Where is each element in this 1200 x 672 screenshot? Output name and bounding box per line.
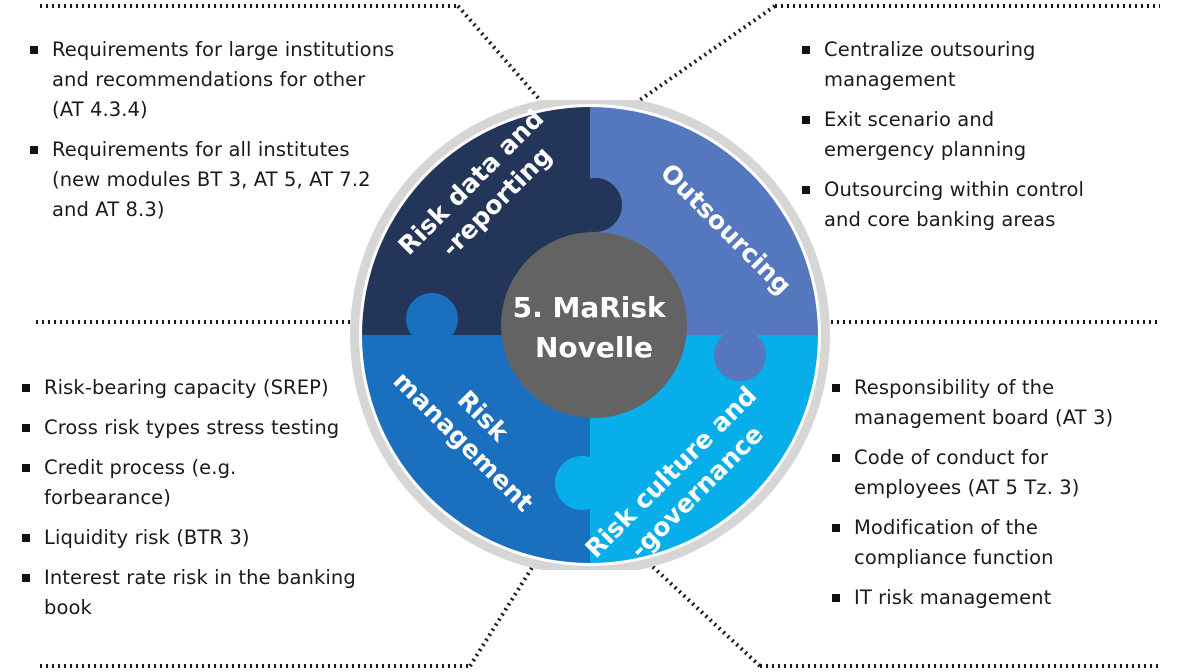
list-item: Interest rate risk in the banking book	[22, 563, 382, 623]
list-item-text: Centralize outsouring management	[824, 38, 1036, 91]
square-bullet-icon	[832, 524, 840, 532]
puzzle-wheel: 5. MaRisk Novelle Risk data and -reporti…	[350, 100, 830, 570]
list-item: Outsourcing within control and core bank…	[802, 175, 1192, 235]
list-item-text: Modification of the compliance function	[854, 516, 1054, 569]
tab-risk-data-into-outsourcing	[568, 178, 622, 232]
square-bullet-icon	[802, 46, 810, 54]
list-item-text: Requirements for all institutes (new mod…	[52, 138, 371, 221]
list-item: Liquidity risk (BTR 3)	[22, 523, 382, 553]
center-label: 5. MaRisk Novelle	[513, 291, 676, 364]
tab-risk-culture-into-risk-management	[555, 456, 609, 510]
square-bullet-icon	[22, 384, 30, 392]
square-bullet-icon	[832, 454, 840, 462]
list-item: Requirements for large institutions and …	[30, 35, 430, 125]
list-item: Code of conduct for employees (AT 5 Tz. …	[832, 443, 1192, 503]
list-item-text: Credit process (e.g. forbearance)	[44, 456, 237, 509]
list-item: Centralize outsouring management	[802, 35, 1192, 95]
list-item: Exit scenario and emergency planning	[802, 105, 1192, 165]
square-bullet-icon	[22, 534, 30, 542]
bottom-right-list: Responsibility of the management board (…	[832, 373, 1192, 613]
separator-bottom-diagonal-left	[468, 553, 542, 668]
list-item-text: Outsourcing within control and core bank…	[824, 178, 1085, 231]
square-bullet-icon	[802, 116, 810, 124]
list-item: Risk-bearing capacity (SREP)	[22, 373, 382, 403]
list-item: Cross risk types stress testing	[22, 413, 382, 443]
list-item-text: Responsibility of the management board (…	[854, 376, 1114, 429]
separator-top-diagonal-left	[456, 4, 542, 102]
list-item: Modification of the compliance function	[832, 513, 1192, 573]
list-item-text: Cross risk types stress testing	[44, 416, 340, 439]
list-item-text: Exit scenario and emergency planning	[824, 108, 1027, 161]
square-bullet-icon	[22, 574, 30, 582]
separator-bottom-diagonal-right	[638, 553, 762, 668]
bottom-left-list: Risk-bearing capacity (SREP) Cross risk t…	[22, 373, 382, 623]
square-bullet-icon	[30, 146, 38, 154]
tab-outsourcing-into-risk-culture	[714, 329, 766, 381]
square-bullet-icon	[22, 424, 30, 432]
list-item-text: Code of conduct for employees (AT 5 Tz. …	[854, 446, 1080, 499]
tab-risk-management-into-risk-data	[406, 293, 458, 345]
list-item: Requirements for all institutes (new mod…	[30, 135, 430, 225]
list-item: Credit process (e.g. forbearance)	[22, 453, 382, 513]
list-item: IT risk management	[832, 583, 1192, 613]
list-item-text: IT risk management	[854, 586, 1052, 609]
list-item-text: Interest rate risk in the banking book	[44, 566, 356, 619]
list-item: Responsibility of the management board (…	[832, 373, 1192, 433]
top-left-list: Requirements for large institutions and …	[30, 35, 430, 225]
square-bullet-icon	[832, 594, 840, 602]
square-bullet-icon	[30, 46, 38, 54]
square-bullet-icon	[832, 384, 840, 392]
list-item-text: Risk-bearing capacity (SREP)	[44, 376, 329, 399]
center-circle	[501, 232, 687, 418]
separator-top-diagonal-right	[638, 4, 777, 102]
list-item-text: Requirements for large institutions and …	[52, 38, 395, 121]
square-bullet-icon	[22, 464, 30, 472]
list-item-text: Liquidity risk (BTR 3)	[44, 526, 250, 549]
square-bullet-icon	[802, 186, 810, 194]
